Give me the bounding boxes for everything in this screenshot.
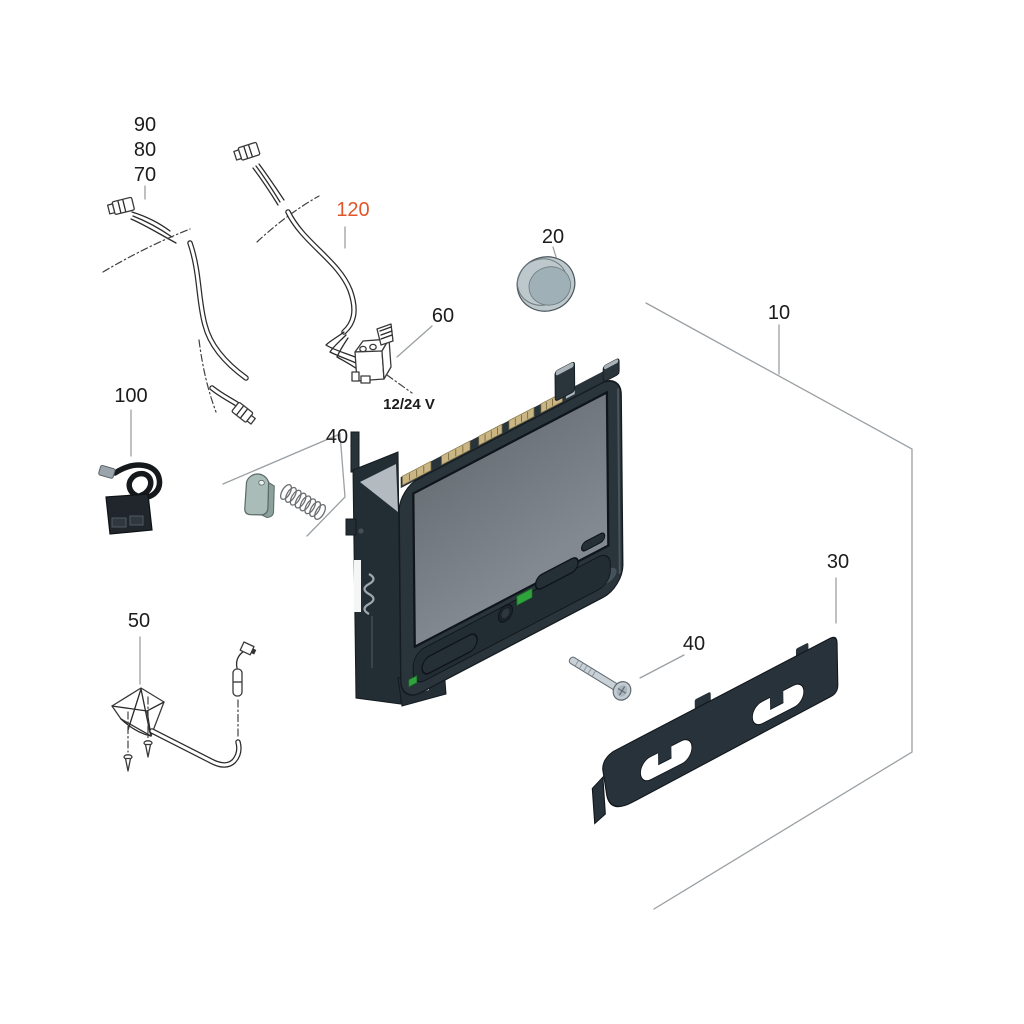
cable-70-80-90 bbox=[102, 196, 256, 425]
adapter-100 bbox=[98, 462, 163, 535]
label-60: 60 bbox=[432, 305, 454, 327]
front-buttons bbox=[408, 532, 606, 688]
fixing-spring-40 bbox=[279, 483, 327, 521]
mounting-tab bbox=[554, 358, 620, 401]
label-80: 80 bbox=[134, 139, 156, 161]
adapter-body bbox=[105, 493, 153, 535]
label-20: 20 bbox=[542, 226, 564, 248]
cable-120 bbox=[233, 141, 358, 370]
screw-icon bbox=[123, 740, 153, 772]
label-90: 90 bbox=[134, 114, 156, 136]
assembly-boundary-bracket bbox=[645, 302, 913, 910]
adapter-cable bbox=[112, 462, 163, 502]
display-screen bbox=[412, 390, 610, 649]
label-voltage: 12/24 V bbox=[383, 396, 435, 413]
cable-end-connector-icon bbox=[231, 401, 256, 425]
adapter-cable-tip-icon bbox=[98, 464, 116, 479]
plate-slot bbox=[639, 683, 805, 782]
label-50: 50 bbox=[128, 610, 150, 632]
mounting-plate-30 bbox=[591, 636, 839, 825]
bracket-kit-50 bbox=[111, 641, 257, 772]
cable-connector-icon bbox=[233, 141, 261, 161]
fixing-latch-40 bbox=[244, 473, 275, 518]
display-unit bbox=[345, 358, 624, 707]
terminal-block-60 bbox=[351, 323, 413, 394]
rear-spring bbox=[363, 573, 375, 615]
label-120: 120 bbox=[336, 199, 369, 221]
label-30: 30 bbox=[827, 551, 849, 573]
label-10: 10 bbox=[768, 302, 790, 324]
sensor-connector-icon bbox=[239, 641, 257, 656]
cover-cap-20 bbox=[516, 256, 576, 312]
label-100: 100 bbox=[114, 385, 147, 407]
plate-body bbox=[602, 636, 839, 808]
label-40b: 40 bbox=[683, 633, 705, 655]
leader-lines bbox=[130, 185, 837, 685]
cable-connector-icon bbox=[106, 196, 135, 215]
label-40a: 40 bbox=[326, 426, 348, 448]
part-labels: 90 80 70 120 20 60 12/24 V 10 100 40 50 … bbox=[114, 114, 849, 655]
terminal-lever-icon bbox=[376, 323, 394, 346]
label-70: 70 bbox=[134, 164, 156, 186]
screw-40 bbox=[568, 656, 632, 701]
